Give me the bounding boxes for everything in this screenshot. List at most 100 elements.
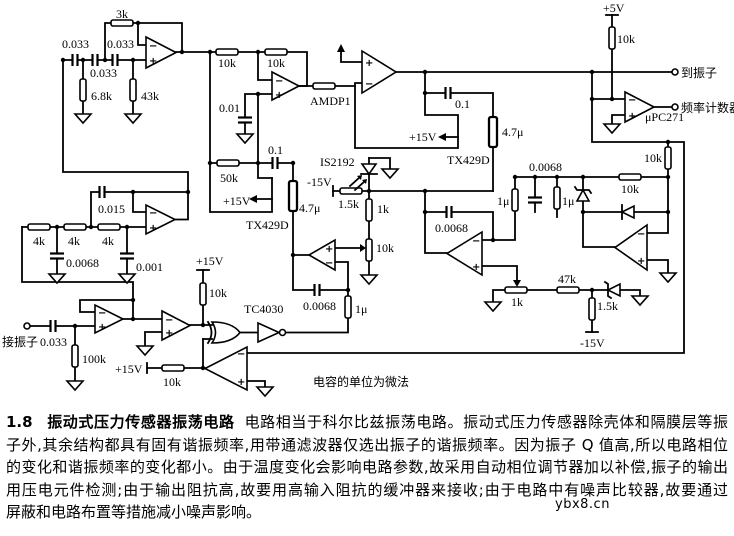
diode-bar [603, 280, 613, 300]
junction-dot [589, 69, 595, 75]
capacitor-gap [446, 209, 452, 215]
op-amp-phase-amplifier: −+ [307, 238, 336, 272]
capacitor-gap [314, 287, 320, 293]
op-amp-body [145, 203, 177, 236]
resistor [553, 186, 561, 210]
capacitor-gap [445, 90, 451, 96]
junction-dot [589, 96, 595, 102]
op-amp-lowpass: −+ [145, 203, 177, 236]
xor-gate-tc4030 [206, 320, 242, 345]
down-arrow-icon [513, 280, 521, 287]
wire [611, 114, 626, 125]
part-label: μPC271 [645, 110, 684, 124]
supply-label: +15V [196, 254, 224, 268]
op-amp-noise-comparator: −+ [203, 345, 248, 392]
diode-triangle [606, 282, 621, 298]
wire [144, 331, 163, 347]
minus-sign: − [165, 315, 173, 326]
junction-dot [130, 189, 136, 195]
capacitor-gap [54, 253, 60, 259]
resistor [161, 364, 185, 372]
capacitor-gap [532, 197, 538, 203]
plus-sign: + [472, 262, 480, 273]
minus-sign: − [628, 95, 636, 106]
resistor-label: 4k [68, 234, 80, 248]
plus-sign: + [165, 328, 173, 339]
junction-dot [124, 224, 130, 230]
wire [246, 380, 266, 388]
junction-dot [665, 209, 671, 215]
plus-sign: + [365, 58, 373, 69]
wire [646, 141, 669, 234]
diode-triangle [360, 163, 378, 176]
wire [246, 71, 685, 354]
capacitor [91, 54, 99, 66]
resistor [339, 187, 363, 195]
inverter-bubble [278, 328, 287, 337]
wire [90, 191, 189, 228]
op-amp-body [613, 223, 648, 272]
resistor-label: 10k [267, 56, 285, 70]
resistor-label: 10k [218, 56, 236, 70]
resistor-label: 100k [82, 352, 106, 366]
resistor-label: 4k [102, 234, 114, 248]
part-label: TC4030 [244, 302, 283, 316]
capacitor-gap [124, 253, 130, 259]
ground-symbol [602, 123, 622, 135]
junction-dot [130, 316, 136, 322]
wire [368, 157, 391, 170]
capacitor-gap [272, 160, 278, 166]
junction-dot [200, 365, 206, 371]
wire [340, 49, 363, 63]
junction-dot [255, 91, 261, 97]
terminal-from-vibrator [23, 322, 31, 330]
op-amp-body [161, 309, 192, 342]
wire [257, 51, 273, 81]
resistor [344, 295, 352, 319]
junction-dot [179, 49, 185, 55]
op-amp-body [271, 70, 301, 102]
minus-sign: − [98, 308, 106, 319]
resistor-label: 1.5k [597, 299, 618, 313]
junction-dot [609, 96, 615, 102]
resistor [264, 48, 288, 56]
watermark: ybx8.cn [555, 497, 610, 512]
wire [285, 261, 349, 334]
capacitor-label: 0.033 [90, 66, 117, 80]
junction-dot [290, 160, 296, 166]
plus-sign: + [237, 377, 245, 388]
resistor-label: 50k [220, 171, 238, 185]
capacitor-label: 0.033 [40, 335, 67, 349]
capacitor-label: 0.1 [455, 97, 470, 111]
ground-symbol [135, 345, 155, 357]
minus-sign: − [149, 208, 157, 219]
caption-line: 子外,其余结构都具有固有谐振频率,用带通滤波器仅选出振子的谐振频率。因为振子 Q… [6, 435, 728, 454]
resistor [608, 26, 616, 50]
diode [620, 204, 635, 220]
wire [257, 93, 273, 179]
resistor [71, 344, 79, 368]
wire [79, 299, 134, 313]
op-amp-upc271: −+ [624, 90, 656, 124]
right-arrow-icon [360, 244, 366, 252]
light-arrow [353, 179, 367, 192]
junction-dot [422, 90, 428, 96]
resistor-label: 3k [116, 7, 128, 21]
op-amp-body [307, 238, 336, 272]
junction-dot [512, 174, 518, 180]
wire [137, 22, 147, 46]
op-amp-body [361, 49, 398, 95]
terminal-label-to-vibrator: 到振子 [681, 66, 717, 80]
capacitor-label: 0.001 [136, 260, 163, 274]
wire [646, 259, 669, 274]
op-amp-body [145, 35, 178, 70]
inverter-body [257, 321, 281, 344]
resistor-label: 1μ [562, 194, 574, 208]
part-label: AMDP1 [310, 94, 351, 108]
junction-dot [580, 174, 586, 180]
plus-sign: + [628, 111, 636, 122]
arrow-head [357, 175, 362, 180]
terminal-frequency-counter [671, 103, 679, 111]
